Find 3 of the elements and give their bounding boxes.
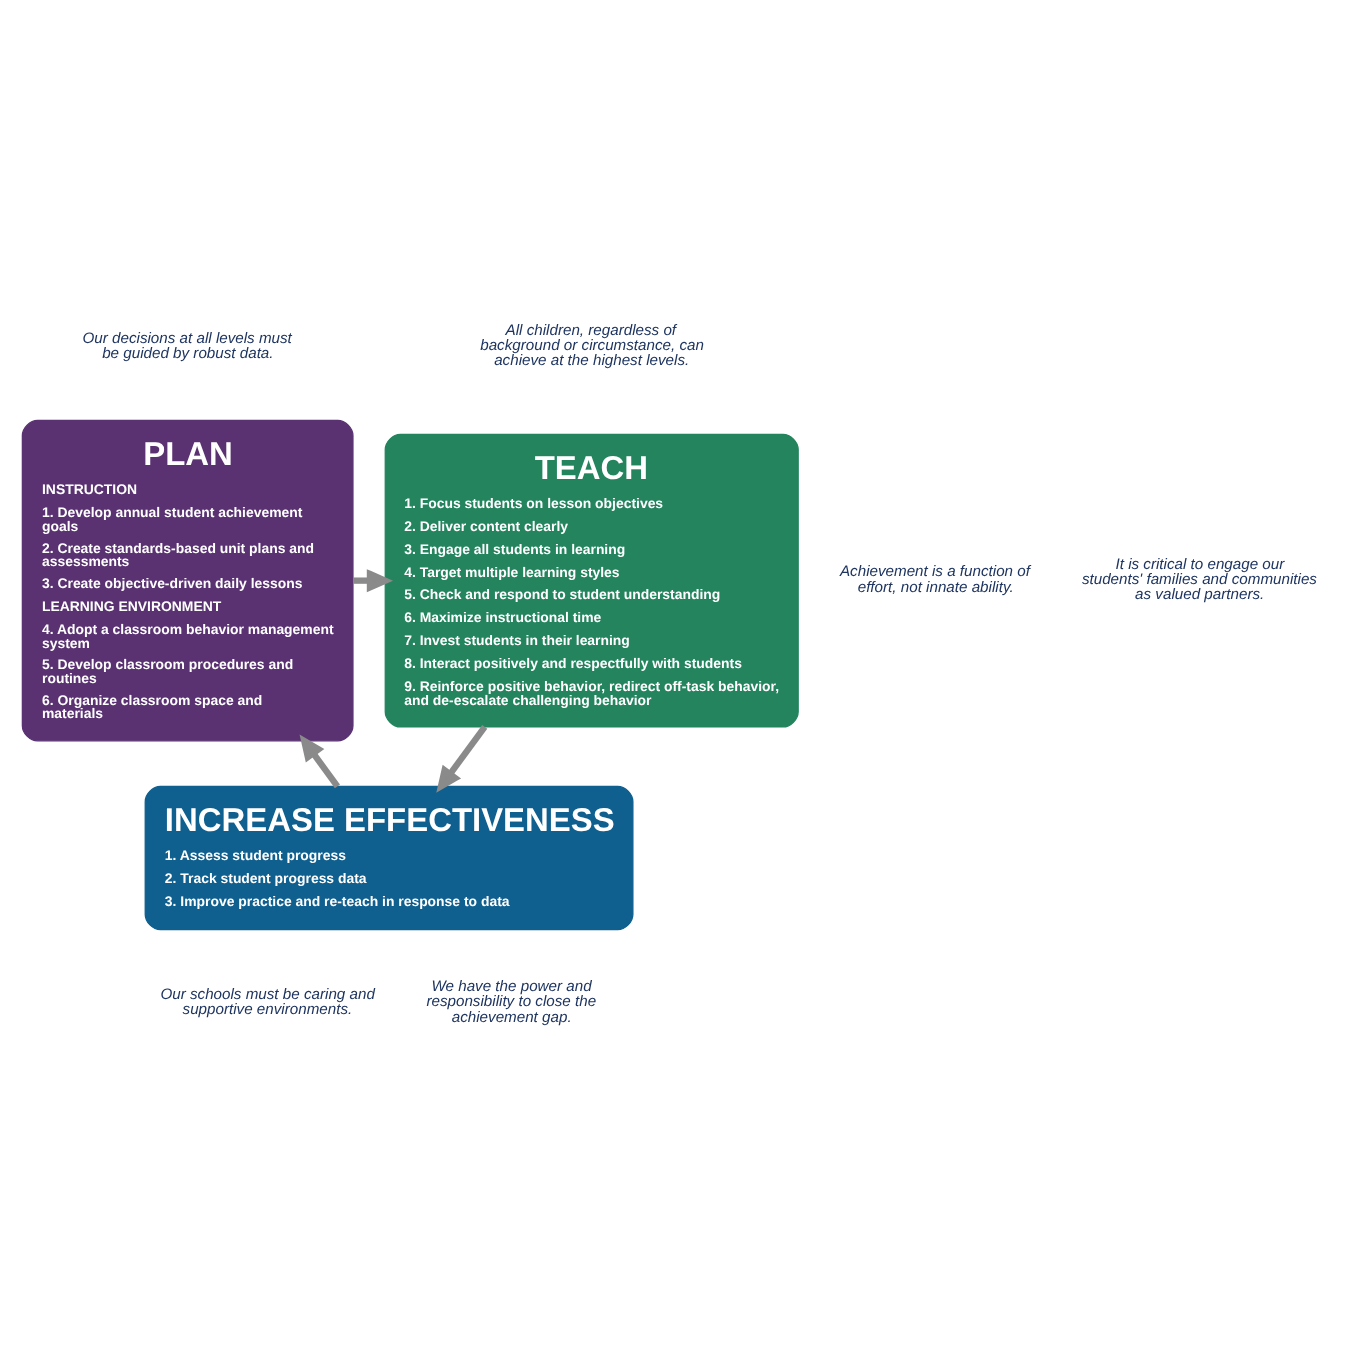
arrow [299,733,340,788]
arrow [353,568,394,592]
arrow [436,724,488,792]
